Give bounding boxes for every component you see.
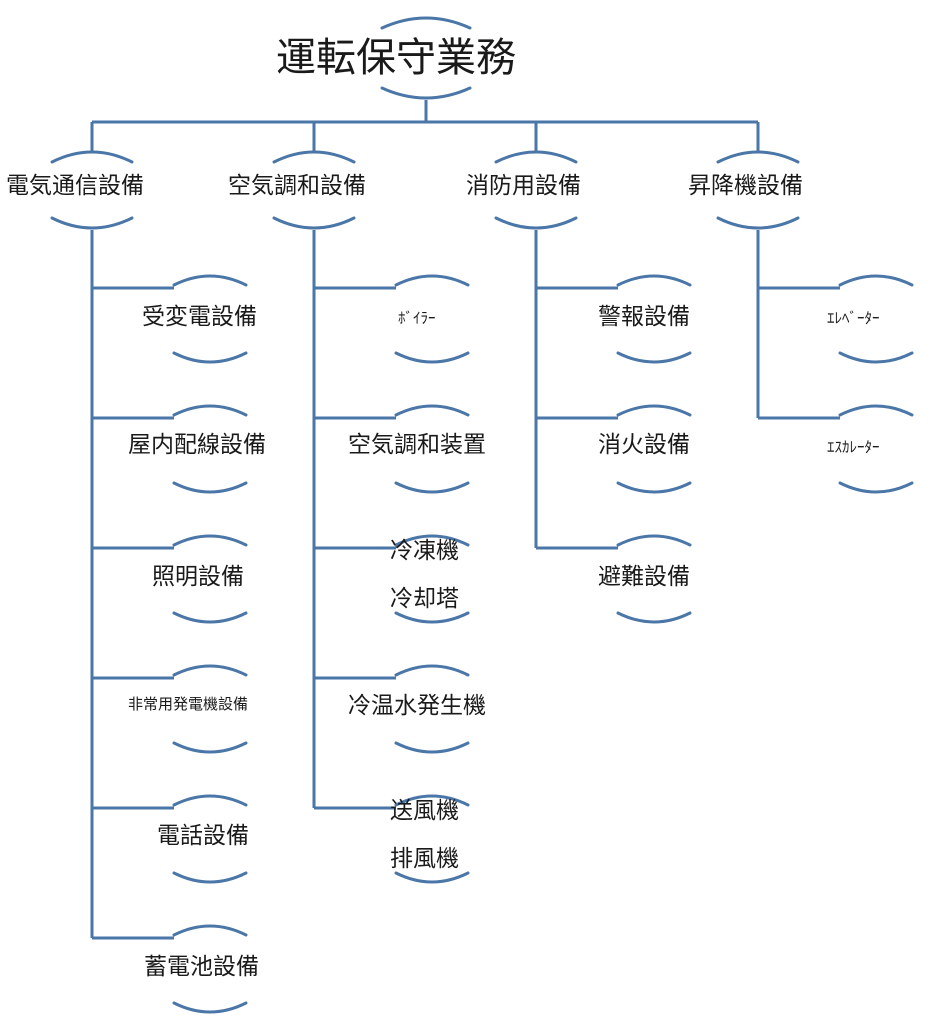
item-0-3-arc-top xyxy=(172,664,248,677)
item-label-cooling-tower: 冷却塔 xyxy=(390,586,459,612)
category-2-arc-top xyxy=(494,150,578,164)
item-0-2-arc-top xyxy=(172,534,248,547)
item-3-1-arc-top xyxy=(838,404,914,417)
item-label-extinguishing: 消火設備 xyxy=(598,432,690,458)
item-1-3-arc-top xyxy=(394,664,470,677)
item-2-0-arc-top xyxy=(616,274,692,287)
item-1-0-arc-top xyxy=(394,274,470,287)
item-1-4-arc-bottom xyxy=(394,871,470,884)
item-label-exhaust-fan: 排風機 xyxy=(390,846,459,872)
category-label-fire-protection: 消防用設備 xyxy=(466,173,581,199)
item-label-supply-fan: 送風機 xyxy=(390,798,459,824)
item-1-3-arc-bottom xyxy=(394,741,470,754)
item-label-emergency-generator: 非常用発電機設備 xyxy=(128,695,249,713)
item-label-telephone: 電話設備 xyxy=(157,823,249,849)
item-1-2-arc-top xyxy=(394,534,470,547)
item-label-lighting: 照明設備 xyxy=(152,564,244,590)
root-arc-bottom xyxy=(380,86,472,100)
item-label-alarm: 警報設備 xyxy=(598,304,690,330)
category-label-elevator: 昇降機設備 xyxy=(688,173,803,199)
item-0-5-arc-bottom xyxy=(172,1001,248,1014)
category-1-arc-top xyxy=(272,150,356,164)
item-label-substation: 受変電設備 xyxy=(142,304,257,330)
item-0-0-arc-bottom xyxy=(172,351,248,364)
item-2-0-arc-bottom xyxy=(616,351,692,364)
item-0-1-arc-bottom xyxy=(172,481,248,494)
category-0-arc-top xyxy=(50,150,134,164)
category-3-arc-top xyxy=(716,150,800,164)
item-2-2-arc-bottom xyxy=(616,611,692,624)
item-3-0-arc-top xyxy=(838,274,914,287)
item-label-battery: 蓄電池設備 xyxy=(144,954,259,980)
category-3-arc-bottom xyxy=(716,216,800,230)
item-3-1-arc-bottom xyxy=(838,481,914,494)
item-0-4-arc-top xyxy=(172,794,248,807)
item-0-5-arc-top xyxy=(172,924,248,937)
item-label-absorption-chiller: 冷温水発生機 xyxy=(348,693,486,719)
category-1-arc-bottom xyxy=(272,216,356,230)
item-label-escalator: ｴｽｶﾚｰﾀｰ xyxy=(827,438,880,456)
item-label-air-handler: 空気調和装置 xyxy=(348,432,486,458)
item-0-0-arc-top xyxy=(172,274,248,287)
item-0-3-arc-bottom xyxy=(172,741,248,754)
item-label-elevator: ｴﾚﾍﾞｰﾀｰ xyxy=(827,309,880,327)
category-0-arc-bottom xyxy=(50,216,134,230)
item-label-chiller-group: 冷凍機 冷却塔 xyxy=(390,527,459,623)
item-label-evacuation: 避難設備 xyxy=(598,564,690,590)
item-1-1-arc-bottom xyxy=(394,481,470,494)
category-label-hvac: 空気調和設備 xyxy=(228,173,366,199)
item-1-0-arc-bottom xyxy=(394,351,470,364)
item-3-0-arc-bottom xyxy=(838,351,914,364)
item-0-2-arc-bottom xyxy=(172,611,248,624)
item-label-fan-group: 送風機 排風機 xyxy=(390,787,459,883)
item-label-indoor-wiring: 屋内配線設備 xyxy=(128,432,266,458)
item-2-1-arc-top xyxy=(616,404,692,417)
root-label: 運転保守業務 xyxy=(276,35,516,81)
category-2-arc-bottom xyxy=(494,216,578,230)
item-0-1-arc-top xyxy=(172,404,248,417)
node-arcs xyxy=(50,16,914,1014)
item-2-1-arc-bottom xyxy=(616,481,692,494)
item-1-2-arc-bottom xyxy=(394,611,470,624)
item-1-1-arc-top xyxy=(394,404,470,417)
category-label-electrical: 電気通信設備 xyxy=(6,173,144,199)
item-label-boiler: ﾎﾞｲﾗｰ xyxy=(398,309,436,327)
connector-lines xyxy=(90,100,840,940)
item-1-4-arc-top xyxy=(394,794,470,807)
root-arc-top xyxy=(380,16,472,30)
item-0-4-arc-bottom xyxy=(172,871,248,884)
item-2-2-arc-top xyxy=(616,534,692,547)
item-label-chiller: 冷凍機 xyxy=(390,538,459,564)
